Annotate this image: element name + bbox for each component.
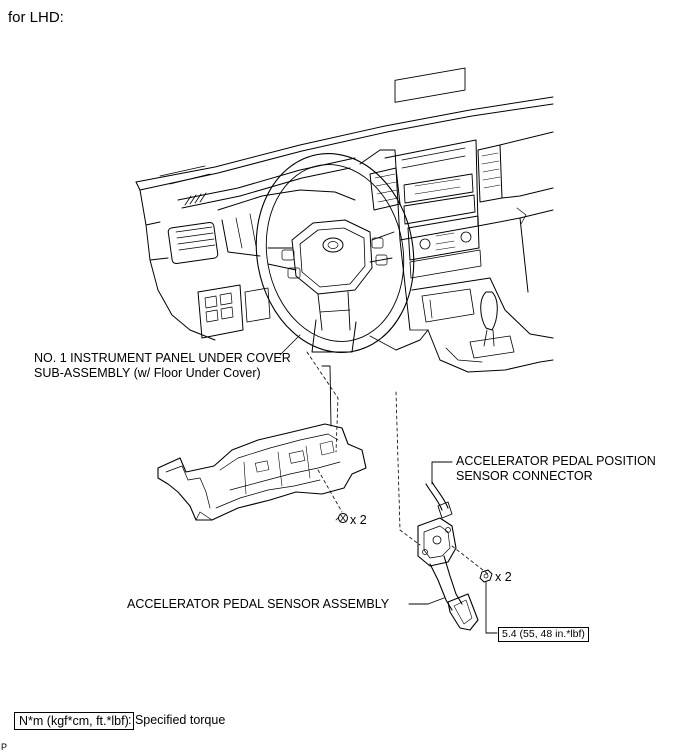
connector-label-line1: ACCELERATOR PEDAL POSITION	[456, 454, 656, 468]
dashed-guide-lines	[307, 352, 488, 574]
under-cover-label-line2: SUB-ASSEMBLY (w/ Floor Under Cover)	[34, 366, 261, 380]
instrument-panel-under-cover	[158, 424, 366, 520]
torque-unit-legend-text: : Specified torque	[128, 713, 226, 727]
bolt-quantity-label: x 2	[350, 513, 367, 527]
nut-torque-spec: 5.4 (55, 48 in.*lbf)	[498, 627, 589, 642]
under-cover-label-line1: NO. 1 INSTRUMENT PANEL UNDER COVER	[34, 351, 291, 365]
nut-quantity-label: x 2	[495, 570, 512, 584]
connector-label-line2: SENSOR CONNECTOR	[456, 469, 593, 483]
bolt-icon	[336, 514, 348, 523]
corner-mark: P	[1, 742, 8, 752]
pedal-assembly-label: ACCELERATOR PEDAL SENSOR ASSEMBLY	[127, 597, 390, 611]
under-cover-callout: NO. 1 INSTRUMENT PANEL UNDER COVER SUB-A…	[34, 351, 291, 381]
dashboard-illustration	[136, 68, 553, 372]
page-heading: for LHD:	[8, 9, 64, 26]
leader-lines	[322, 366, 497, 633]
connector-callout: ACCELERATOR PEDAL POSITION SENSOR CONNEC…	[456, 454, 656, 484]
accelerator-pedal-assembly	[418, 482, 478, 630]
nut-icon	[480, 570, 492, 582]
torque-unit-legend-box: N*m (kgf*cm, ft.*lbf)	[14, 712, 134, 730]
